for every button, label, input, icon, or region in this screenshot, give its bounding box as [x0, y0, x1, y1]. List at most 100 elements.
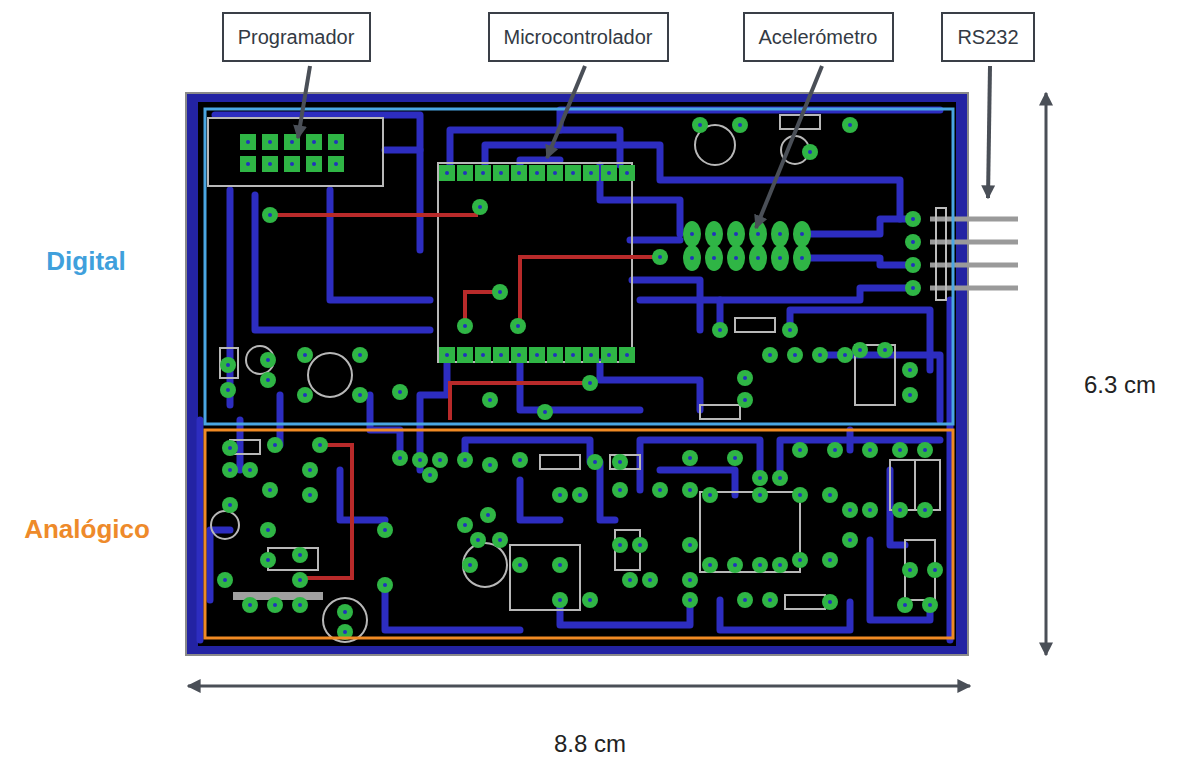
pad-shape	[892, 442, 908, 458]
pad-shape	[877, 342, 893, 358]
solder-pad	[822, 594, 838, 610]
pad-shape	[392, 450, 408, 466]
pad-hole	[778, 256, 782, 260]
solder-pad	[682, 572, 698, 588]
component-outline	[208, 118, 383, 186]
solder-pad	[682, 537, 698, 553]
pad-shape	[260, 552, 276, 568]
pad-hole	[558, 598, 562, 602]
pad-hole	[908, 368, 912, 372]
region-label: Digital	[46, 246, 125, 277]
pad-shape	[492, 284, 508, 300]
pad-shape	[312, 437, 328, 453]
pad-hole	[756, 256, 760, 260]
dimension-arrow	[188, 685, 970, 688]
pad-hole	[228, 446, 232, 450]
pad-hole	[266, 528, 270, 532]
copper-trace	[210, 530, 230, 600]
pad-hole	[246, 162, 250, 166]
pad-shape	[702, 487, 718, 503]
top-trace	[270, 213, 478, 217]
solder-pad	[632, 537, 648, 553]
pad-hole	[933, 568, 937, 572]
callout-title: Acelerómetro	[759, 25, 878, 49]
pad-hole	[625, 171, 629, 175]
pad-hole	[268, 213, 272, 217]
solder-pad	[905, 211, 921, 227]
pad-hole	[318, 443, 322, 447]
pad-shape	[902, 362, 918, 378]
component-outline	[785, 595, 825, 609]
pad-shape	[772, 470, 788, 486]
pad-hole	[758, 493, 762, 497]
region-label: Analógico	[24, 514, 150, 545]
pad-shape	[682, 482, 698, 498]
pad-shape	[905, 257, 921, 273]
pcb-board	[186, 93, 968, 655]
pad-shape	[240, 156, 256, 172]
pad-hole	[498, 290, 502, 294]
pad-shape	[262, 156, 278, 172]
pad-hole	[334, 162, 338, 166]
solder-pad	[902, 562, 918, 578]
solder-pad	[297, 387, 313, 403]
pad-shape	[377, 577, 393, 593]
pad-hole	[708, 563, 712, 567]
solder-pad	[792, 442, 808, 458]
solder-pad	[262, 207, 278, 223]
component-outline	[220, 348, 238, 378]
pad-hole	[558, 563, 562, 567]
pad-shape	[475, 165, 491, 181]
solder-pad	[682, 450, 698, 466]
pad-hole	[712, 256, 716, 260]
solder-pad	[802, 144, 818, 160]
pad-shape	[260, 372, 276, 388]
solder-pad	[470, 532, 486, 548]
pad-hole	[883, 348, 887, 352]
component-outline	[735, 318, 775, 332]
top-trace	[520, 257, 660, 326]
solder-pad	[601, 165, 617, 181]
pad-hole	[445, 171, 449, 175]
solder-pad	[312, 437, 328, 453]
pad-hole	[499, 353, 503, 357]
solder-pad	[242, 597, 258, 613]
solder-pad	[842, 532, 858, 548]
pad-hole	[268, 140, 272, 144]
pad-shape	[782, 322, 798, 338]
solder-pad	[727, 221, 745, 247]
solder-pad	[583, 165, 599, 181]
solder-pad	[220, 357, 236, 373]
pad-shape	[284, 156, 300, 172]
callout-box: Microcontrolador	[488, 12, 669, 62]
pad-shape	[529, 165, 545, 181]
pad-hole	[923, 508, 927, 512]
copper-trace	[600, 362, 700, 410]
pad-shape	[583, 347, 599, 363]
pad-shape	[917, 502, 933, 518]
pad-shape	[917, 442, 933, 458]
pad-shape	[862, 442, 878, 458]
pad-shape	[302, 462, 318, 478]
pad-hole	[858, 348, 862, 352]
leader-arrow	[988, 66, 990, 198]
pad-shape	[267, 597, 283, 613]
pad-shape	[439, 165, 455, 181]
callout-title: Programador	[238, 25, 355, 49]
solder-pad	[827, 442, 843, 458]
pad-hole	[499, 171, 503, 175]
pad-shape	[737, 592, 753, 608]
copper-trace	[197, 420, 204, 640]
pad-shape	[752, 487, 768, 503]
pad-shape	[328, 134, 344, 150]
pad-shape	[822, 552, 838, 568]
pad-hole	[843, 353, 847, 357]
solder-pad	[220, 382, 236, 398]
pad-hole	[343, 610, 347, 614]
leader-arrow	[298, 66, 310, 138]
solder-pad	[682, 482, 698, 498]
pad-hole	[898, 508, 902, 512]
pad-shape	[220, 382, 236, 398]
copper-trace	[370, 395, 400, 458]
solder-pad	[682, 592, 698, 608]
